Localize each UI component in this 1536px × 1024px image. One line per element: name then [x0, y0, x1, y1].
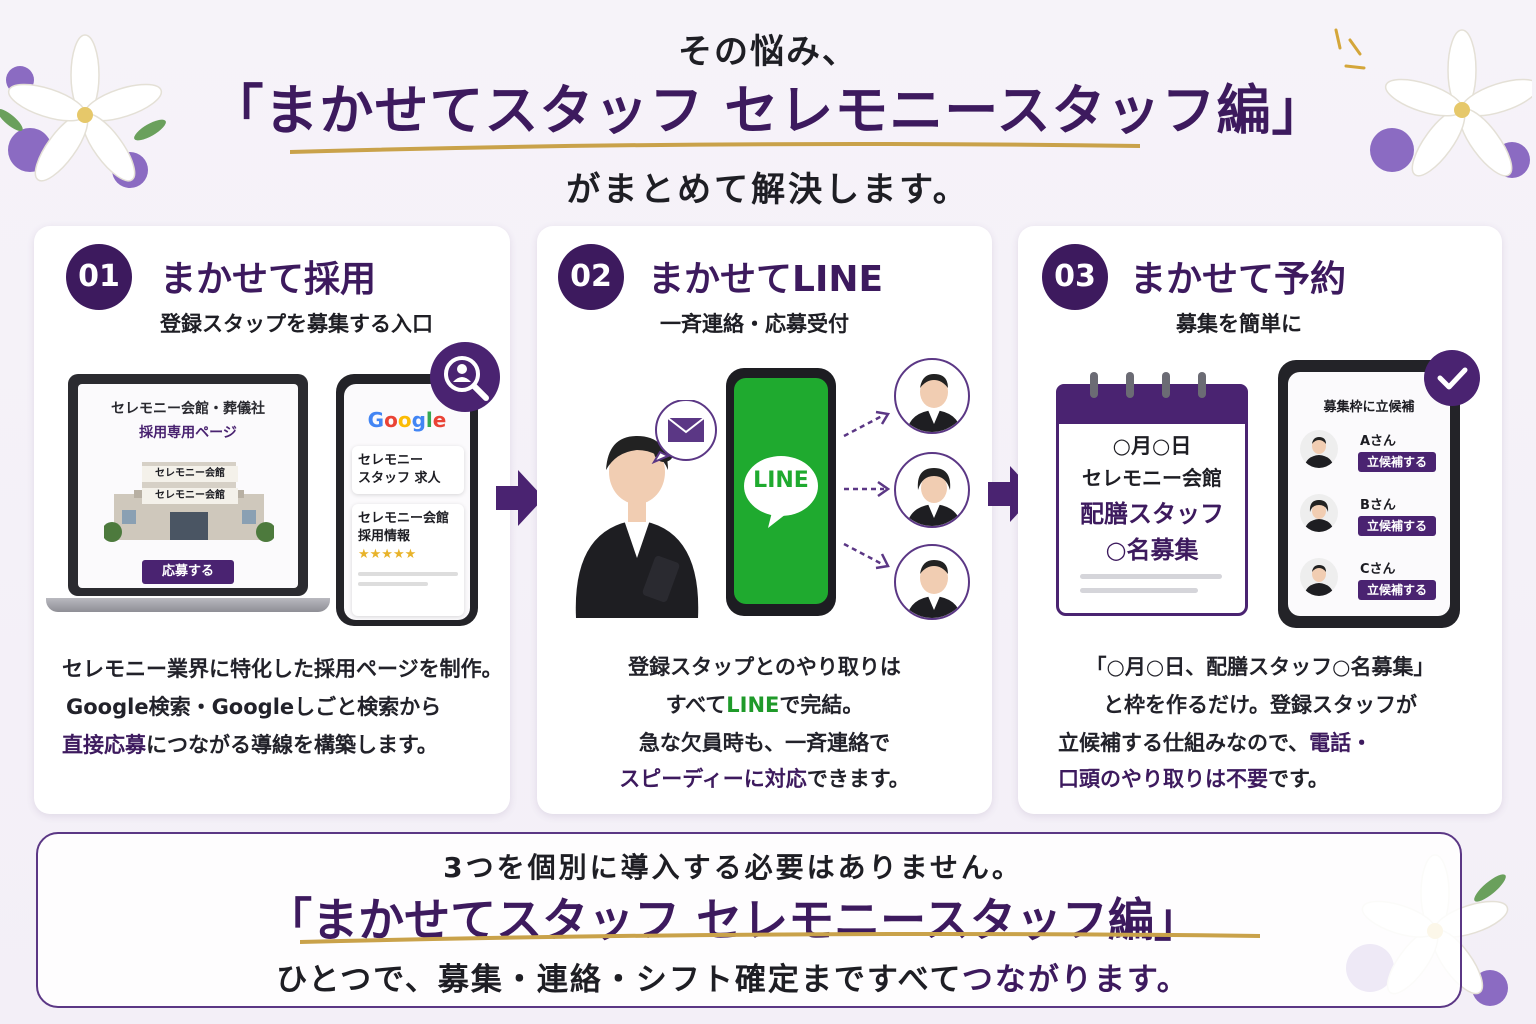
- gold-underline: [290, 142, 1140, 154]
- laptop-base: [46, 598, 330, 612]
- card3-title: まかせて予約: [1130, 259, 1347, 300]
- arrow-right-icon: [496, 470, 544, 526]
- card1-number: 01: [66, 244, 132, 310]
- calendar-header: [1056, 384, 1248, 424]
- calendar-ring: [1126, 372, 1134, 398]
- send-arrow-icon: [844, 480, 891, 498]
- card3-subtitle: 募集を簡単に: [1176, 312, 1302, 336]
- card3-desc-line1: 「○月○日、配膳スタッフ○名募集」: [1085, 655, 1435, 679]
- card2-subtitle: 一斉連絡・応募受付: [660, 312, 849, 336]
- rating-stars: ★★★★★: [358, 547, 417, 562]
- card3-desc-line3: 立候補する仕組みなので、電話・: [1058, 731, 1373, 755]
- card3-desc-line4: 口頭のやり取りは不要です。: [1058, 767, 1329, 791]
- send-arrow-icon: [843, 542, 890, 570]
- card2-number: 02: [558, 244, 624, 310]
- laptop-heading2: 採用専用ページ: [139, 425, 237, 441]
- building-sign1: セレモニー会館: [142, 466, 238, 482]
- staff-avatar-female: [894, 452, 970, 528]
- card3-desc-line2: と枠を作るだけ。登録スタッフが: [1103, 693, 1417, 717]
- lily-flower-icon: [0, 34, 166, 188]
- card2-desc-line1: 登録スタップとのやり取りは: [628, 655, 901, 679]
- summary-line1: 3つを個別に導入する必要はありません。: [443, 851, 1023, 884]
- card1-desc-line3: 直接応募につながる導線を構築します。: [62, 733, 438, 757]
- apply-button[interactable]: 応募する: [142, 560, 234, 584]
- header-intro: その悩み、: [678, 32, 858, 72]
- card1-title: まかせて採用: [160, 259, 377, 300]
- search-result-1[interactable]: セレモニー スタッフ 求人: [352, 446, 464, 494]
- lily-flower-icon: [1370, 29, 1532, 178]
- candidate-name-a: Aさん: [1360, 434, 1397, 449]
- candidate-name-c: Cさん: [1360, 562, 1396, 577]
- candidate-avatar-c: [1300, 558, 1338, 596]
- building-sign2: セレモニー会館: [142, 488, 238, 504]
- line-logo-text: LINE: [753, 468, 809, 493]
- candidate-name-b: Bさん: [1360, 498, 1396, 513]
- candidate-avatar-a: [1300, 430, 1338, 468]
- staff-avatar-male-2: [894, 544, 970, 620]
- card1-subtitle: 登録スタップを募集する入口: [160, 312, 433, 336]
- header-title: 「まかせてスタッフ セレモニースタッフ編」: [209, 79, 1327, 142]
- calendar-date: ○月○日: [1112, 434, 1192, 458]
- candidate-heading: 募集枠に立候補: [1323, 400, 1415, 415]
- send-arrow-icon: [843, 410, 891, 438]
- mail-icon: [651, 400, 717, 464]
- calendar-ring: [1198, 372, 1206, 398]
- card2-desc-line3: 急な欠員時も、一斉連絡で: [638, 731, 891, 755]
- search-person-icon: [430, 342, 500, 412]
- candidate-button-c[interactable]: 立候補する: [1358, 580, 1436, 600]
- calendar-ring: [1162, 372, 1170, 398]
- google-logo: Google: [367, 408, 447, 432]
- card1-desc-line1: セレモニー業界に特化した採用ページを制作。: [62, 657, 503, 681]
- staff-avatar-male: [894, 358, 970, 434]
- summary-line3: ひとつで、募集・連絡・シフト確定まですべてつながります。: [276, 962, 1190, 998]
- arrow-right-icon: [988, 466, 1036, 522]
- laptop-heading1: セレモニー会館・葬儀社: [111, 401, 265, 417]
- line-logo-icon: [744, 456, 818, 528]
- card3-number: 03: [1042, 244, 1108, 310]
- calendar-line: [1080, 574, 1222, 579]
- candidate-button-b[interactable]: 立候補する: [1358, 516, 1436, 536]
- calendar-role: 配膳スタッフ: [1080, 500, 1224, 528]
- calendar-count: ○名募集: [1105, 536, 1199, 564]
- calendar-ring: [1090, 372, 1098, 398]
- check-icon: [1424, 350, 1480, 406]
- card2-desc-line4: スピーディーに対応できます。: [619, 767, 910, 791]
- sparkle-lines-icon: [1334, 28, 1366, 70]
- candidate-avatar-b: [1300, 494, 1338, 532]
- card1-desc-line2: Google検索・Googleしごと検索から: [66, 695, 442, 719]
- calendar-venue: セレモニー会館: [1082, 466, 1222, 490]
- staff-person-icon: [575, 436, 699, 618]
- search-result-2[interactable]: セレモニー会館 採用情報 ★★★★★: [352, 504, 464, 616]
- calendar-line: [1080, 588, 1198, 593]
- gold-underline: [300, 932, 1260, 944]
- summary-box: [36, 832, 1462, 1008]
- header-outro: がまとめて解決します。: [566, 170, 970, 210]
- card2-desc-line2: すべてLINEで完結。: [665, 693, 864, 717]
- candidate-button-a[interactable]: 立候補する: [1358, 452, 1436, 472]
- card2-title: まかせてLINE: [648, 259, 884, 300]
